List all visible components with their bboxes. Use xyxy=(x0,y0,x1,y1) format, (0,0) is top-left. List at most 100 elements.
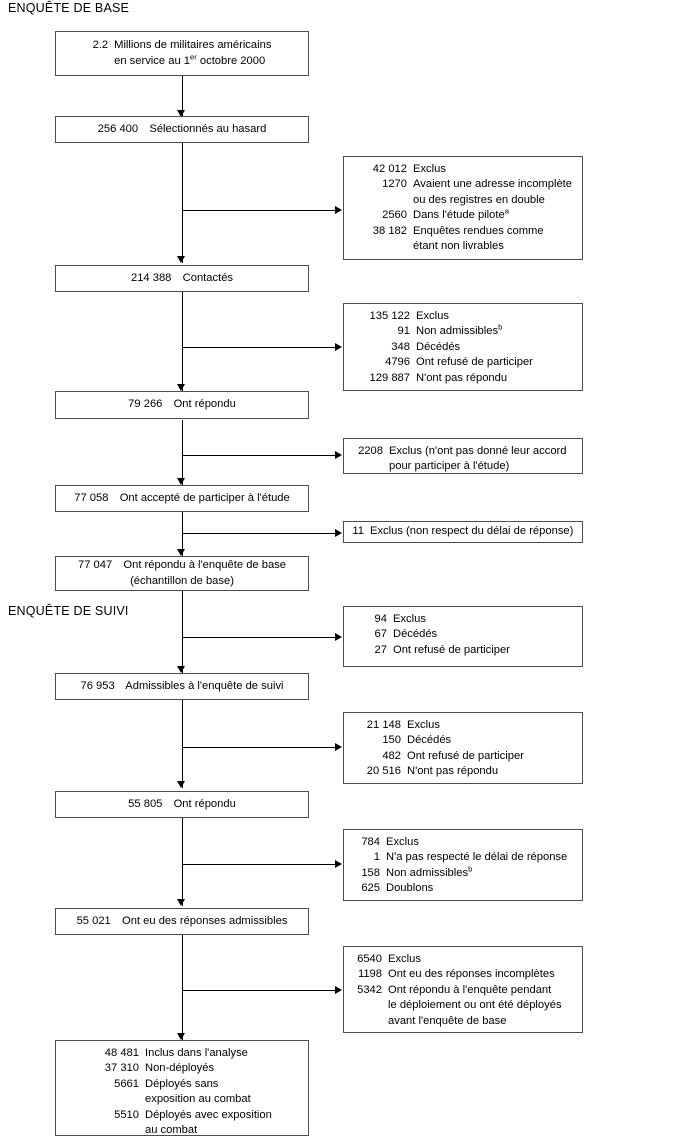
section-title-followup: ENQUÊTE DE SUIVI xyxy=(8,604,129,618)
node-total-military-number: 2.2 xyxy=(92,39,109,52)
connector-7 xyxy=(181,700,183,788)
node-eligible-followup-number: 76 953 xyxy=(80,679,115,692)
arrow-down-6 xyxy=(177,666,185,673)
node-baseline-sample-label: Ont répondu à l'enquête de base xyxy=(123,559,287,572)
exclusion-row: 150 Décédés xyxy=(382,734,452,747)
node-agreed-participate: 77 058 Ont accepté de participer à l'étu… xyxy=(55,485,309,512)
exclusion-row: 1270 Avaient une adresse incomplète ou d… xyxy=(382,178,573,206)
node-eligible-followup-label: Admissibles à l'enquête de suivi xyxy=(125,679,284,692)
arrow-down-7 xyxy=(177,781,185,788)
arrow-right-6 xyxy=(335,743,342,751)
exclusion-row: 20 516 N'ont pas répondu xyxy=(366,765,499,778)
exclusion-row: 784 Exclus xyxy=(361,836,419,848)
exclusion-row: 5342 Ont répondu à l'enquête pendant le … xyxy=(357,983,562,1027)
exclusion-row: 94 Exclus xyxy=(374,613,426,625)
arrow-right-7 xyxy=(335,860,342,868)
node-baseline-sample-label2: (échantillon de base) xyxy=(130,574,234,587)
node-responded-followup-number: 55 805 xyxy=(128,797,163,810)
ordinal-superscript: er xyxy=(190,51,197,61)
arrow-down-2 xyxy=(177,256,185,263)
footnote-marker-b: b xyxy=(498,322,503,332)
analysis-row: 5510 Déployés avec exposition au combat xyxy=(114,1108,272,1137)
connector-2 xyxy=(181,143,183,263)
exclusion-box-8: 6540 Exclus 1198 Ont eu des réponses inc… xyxy=(343,946,583,1033)
exclusion-row: 158 Non admissiblesb xyxy=(361,864,473,879)
exclusion-box-2: 135 122 Exclus 91 Non admissiblesb 348 D… xyxy=(343,303,583,391)
arrow-right-1 xyxy=(335,206,342,214)
branch-line-8 xyxy=(182,990,337,992)
node-agreed-participate-number: 77 058 xyxy=(74,491,109,504)
connector-4 xyxy=(181,420,183,485)
arrow-right-3 xyxy=(335,451,342,459)
exclusion-row: 38 182 Enquêtes rendues comme étant non … xyxy=(372,224,544,253)
connector-9 xyxy=(181,935,183,1040)
branch-line-4 xyxy=(182,533,337,535)
exclusion-row: 625 Doublons xyxy=(361,882,434,895)
node-contacted-number: 214 388 xyxy=(130,271,172,284)
arrow-down-8 xyxy=(177,899,185,906)
branch-line-6 xyxy=(182,747,337,749)
node-eligible-followup: 76 953 Admissibles à l'enquête de suivi xyxy=(55,673,309,700)
node-responded-baseline: 79 266 Ont répondu xyxy=(55,391,309,419)
exclusion-row: 4796 Ont refusé de participer xyxy=(385,356,533,369)
exclusion-row: 42 012 Exclus xyxy=(372,163,446,175)
node-total-military-label2: en service au 1er octobre 2000 xyxy=(114,51,266,67)
connector-3 xyxy=(181,292,183,391)
node-eligible-responses: 55 021 Ont eu des réponses admissibles xyxy=(55,908,309,935)
branch-line-7 xyxy=(182,864,337,866)
node-contacted: 214 388 Contactés xyxy=(55,265,309,292)
node-responded-baseline-label: Ont répondu xyxy=(173,398,236,411)
exclusion-row: 348 Décédés xyxy=(391,340,461,353)
analysis-row: 37 310 Non-déployés xyxy=(104,1062,215,1075)
exclusion-row: 67 Décédés xyxy=(374,628,438,641)
branch-line-1 xyxy=(182,210,337,212)
node-agreed-participate-label: Ont accepté de participer à l'étude xyxy=(119,491,290,504)
exclusion-box-1: 42 012 Exclus 1270 Avaient une adresse i… xyxy=(343,156,583,260)
exclusion-row: 1198 Ont eu des réponses incomplètes xyxy=(357,968,555,981)
arrow-down-4 xyxy=(177,478,185,485)
exclusion-row: 129 887 N'ont pas répondu xyxy=(369,371,508,384)
branch-line-3 xyxy=(182,455,337,457)
footnote-marker-a: a xyxy=(504,206,509,216)
connector-6 xyxy=(181,591,183,673)
arrow-down-3 xyxy=(177,384,185,391)
branch-line-2 xyxy=(182,347,337,349)
node-randomly-selected: 256 400 Sélectionnés au hasard xyxy=(55,116,309,143)
node-total-military: 2.2 Millions de militaires américains en… xyxy=(55,31,309,76)
node-randomly-selected-number: 256 400 xyxy=(97,122,139,135)
exclusion-row: 11 Exclus (non respect du délai de répon… xyxy=(352,525,574,537)
node-included-analysis: 48 481 Inclus dans l'analyse 37 310 Non-… xyxy=(55,1040,309,1136)
exclusion-row: 2560 Dans l'étude pilotea xyxy=(382,206,509,222)
arrow-right-5 xyxy=(335,633,342,641)
exclusion-box-6: 21 148 Exclus 150 Décédés 482 Ont refusé… xyxy=(343,712,583,784)
exclusion-box-4: 11 Exclus (non respect du délai de répon… xyxy=(343,521,583,543)
exclusion-row: 21 148 Exclus xyxy=(366,719,440,731)
connector-1 xyxy=(181,76,183,116)
analysis-row: 5661 Déployés sans exposition au combat xyxy=(114,1077,251,1106)
node-randomly-selected-label: Sélectionnés au hasard xyxy=(149,122,267,135)
exclusion-box-7: 784 Exclus 1 N'a pas respecté le délai d… xyxy=(343,829,583,901)
analysis-row: 48 481 Inclus dans l'analyse xyxy=(104,1047,248,1059)
node-responded-baseline-number: 79 266 xyxy=(128,398,163,411)
arrow-down-5 xyxy=(177,549,185,556)
exclusion-row: 6540 Exclus xyxy=(357,953,421,965)
exclusion-row: 91 Non admissiblesb xyxy=(397,322,503,338)
exclusion-row: 135 122 Exclus xyxy=(369,310,449,322)
arrow-right-4 xyxy=(335,529,342,537)
exclusion-row: 1 N'a pas respecté le délai de réponse xyxy=(373,851,568,864)
branch-line-5 xyxy=(182,637,337,639)
connector-8 xyxy=(181,818,183,906)
arrow-right-8 xyxy=(335,986,342,994)
node-eligible-responses-label: Ont eu des réponses admissibles xyxy=(122,914,288,927)
section-title-baseline: ENQUÊTE DE BASE xyxy=(8,1,130,15)
node-total-military-label: Millions de militaires américains xyxy=(114,39,272,52)
node-responded-followup-label: Ont répondu xyxy=(173,797,236,810)
node-eligible-responses-number: 55 021 xyxy=(76,914,111,927)
node-baseline-sample: 77 047 Ont répondu à l'enquête de base (… xyxy=(55,556,309,591)
node-baseline-sample-number: 77 047 xyxy=(77,559,113,572)
arrow-right-2 xyxy=(335,343,342,351)
arrow-down-9 xyxy=(177,1033,185,1040)
exclusion-box-5: 94 Exclus 67 Décédés 27 Ont refusé de pa… xyxy=(343,606,583,667)
arrow-down-1 xyxy=(177,110,185,117)
node-responded-followup: 55 805 Ont répondu xyxy=(55,791,309,818)
